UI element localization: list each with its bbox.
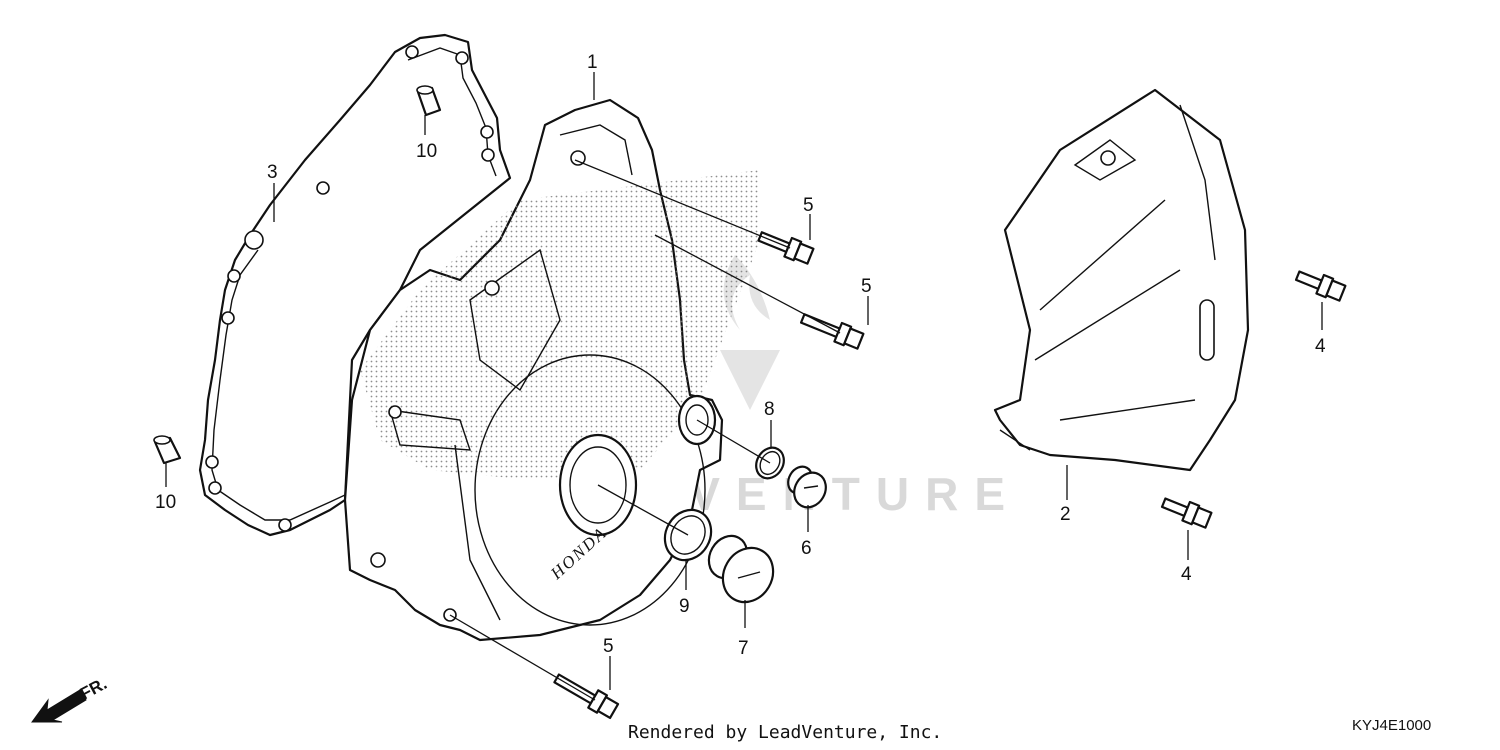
sprocket-cover-part-2: [993, 88, 1250, 472]
callout-9: 9: [679, 596, 690, 617]
left-crankcase-cover-part-1: HONDA: [343, 98, 760, 642]
dowel-pin-upper: [416, 85, 442, 117]
bolt-5-middle: [799, 313, 865, 350]
callout-10-upper: 10: [416, 141, 437, 162]
bolt-4-upper: [1294, 270, 1347, 302]
callout-5-upper: 5: [803, 195, 814, 216]
callouts: 1 2 3 4 4 5 5 5 6 7 8 9 10 10: [155, 52, 1326, 659]
callout-5-lower: 5: [603, 636, 614, 657]
watermark-logo-icon: [720, 255, 780, 410]
callout-8: 8: [764, 399, 775, 420]
diagram-code: KYJ4E1000: [1352, 717, 1431, 734]
crankshaft-hole-cap-part-7: [707, 534, 775, 604]
callout-10-lower: 10: [155, 492, 176, 513]
dowel-pin-lower: [153, 435, 182, 465]
callout-4-upper: 4: [1315, 336, 1326, 357]
front-arrow-icon: [31, 689, 87, 723]
callout-1: 1: [587, 52, 598, 73]
callout-4-lower: 4: [1181, 564, 1192, 585]
callout-2: 2: [1060, 504, 1071, 525]
gasket-part-3: [198, 33, 512, 537]
callout-6: 6: [801, 538, 812, 559]
callout-3: 3: [267, 162, 278, 183]
bolt-5-upper: [757, 231, 815, 265]
callout-7: 7: [738, 638, 749, 659]
front-direction-indicator: FR.: [31, 674, 110, 723]
callout-5-middle: 5: [861, 276, 872, 297]
leader-lines: [165, 72, 1323, 701]
timing-hole-cap-part-6: [787, 465, 827, 509]
bolt-4-lower: [1160, 497, 1213, 529]
render-credit: Rendered by LeadVenture, Inc.: [628, 722, 942, 743]
